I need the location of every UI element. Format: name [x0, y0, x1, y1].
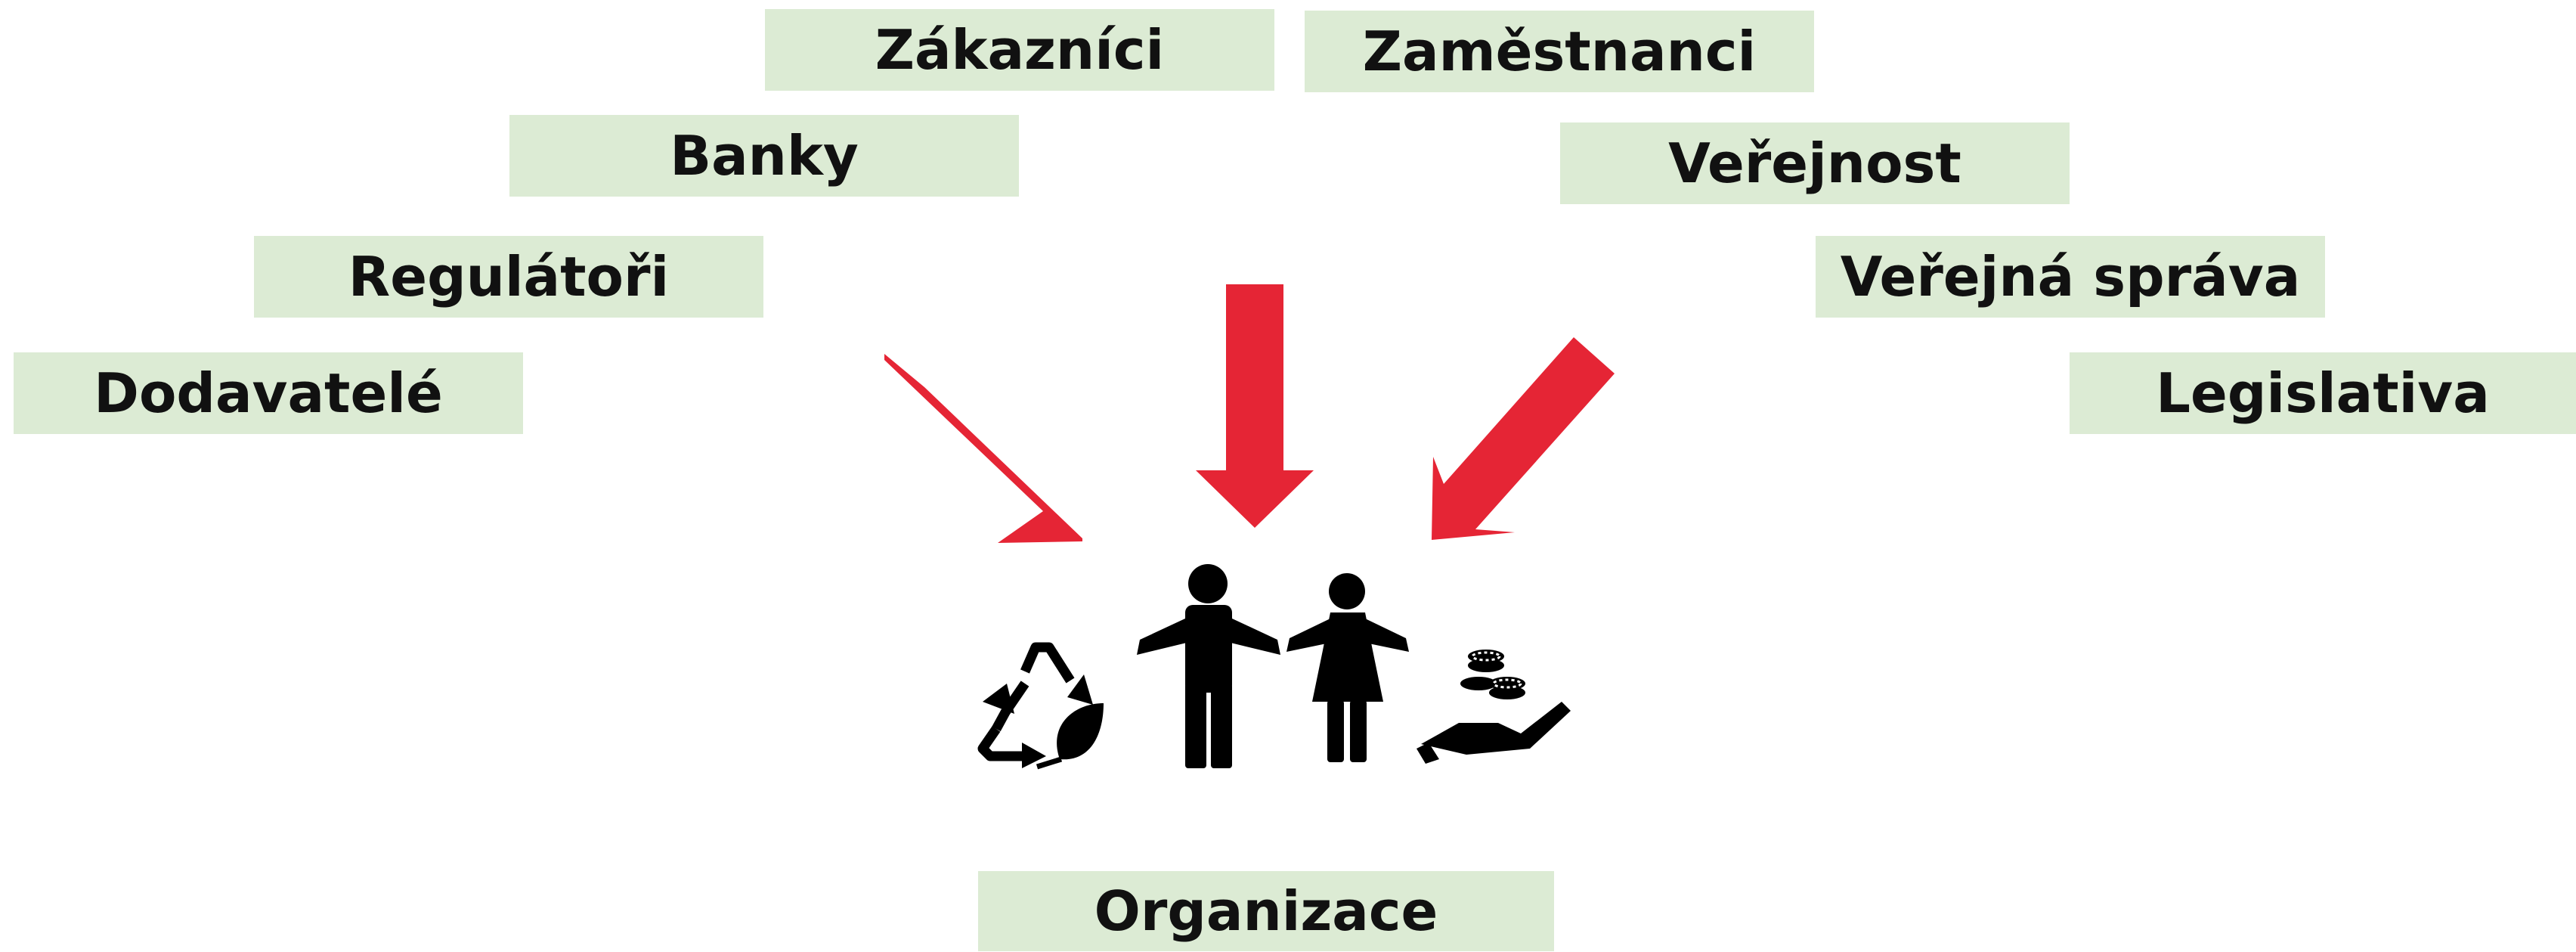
- recycle-arrowhead-bottom: [1022, 743, 1046, 768]
- stakeholder-box-dodavatele: Dodavatelé: [14, 352, 523, 434]
- man-icon: [1137, 564, 1280, 768]
- arrow-right: [1432, 337, 1615, 540]
- organization-box: Organizace: [978, 871, 1554, 951]
- stakeholder-box-zakaznici: Zákazníci: [765, 9, 1274, 91]
- hand-coins-icon: [1416, 650, 1571, 764]
- stakeholder-label: Legislativa: [2156, 361, 2490, 425]
- stakeholder-label: Veřejná správa: [1840, 245, 2301, 309]
- stakeholder-label: Zákazníci: [875, 18, 1165, 82]
- stakeholder-label: Dodavatelé: [94, 361, 443, 425]
- stakeholder-box-verejnost: Veřejnost: [1560, 122, 2070, 204]
- leaf-stem: [1036, 756, 1063, 770]
- arrow-left: [884, 354, 1082, 544]
- stakeholder-label: Banky: [670, 124, 859, 188]
- leaf-icon: [1057, 703, 1104, 760]
- stakeholder-box-legislativa: Legislativa: [2070, 352, 2576, 434]
- stakeholder-box-banky: Banky: [509, 115, 1019, 197]
- stakeholder-box-verejna-sprava: Veřejná správa: [1816, 236, 2325, 318]
- recycle-arrowhead-left: [983, 684, 1014, 714]
- stakeholder-label: Veřejnost: [1668, 132, 1961, 195]
- stakeholder-box-zamestnanci: Zaměstnanci: [1305, 11, 1814, 92]
- organization-label: Organizace: [1094, 879, 1438, 943]
- stakeholder-label: Zaměstnanci: [1362, 20, 1757, 83]
- recycle-arrowhead-top: [1067, 674, 1093, 705]
- stakeholder-label: Regulátoři: [348, 245, 670, 309]
- arrow-center: [1196, 284, 1314, 528]
- recycle-leaf-icon: [977, 642, 1075, 761]
- stakeholder-box-regulatori: Regulátoři: [254, 236, 763, 318]
- woman-icon: [1286, 573, 1409, 762]
